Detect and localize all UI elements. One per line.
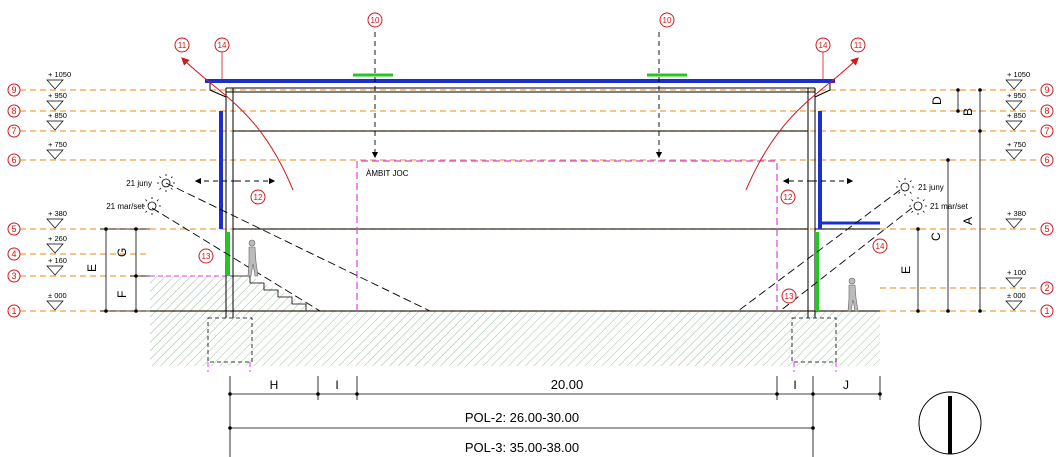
svg-text:6: 6 — [11, 155, 16, 165]
svg-text:I: I — [335, 378, 338, 392]
svg-text:F: F — [115, 291, 129, 298]
red-airflow-curves — [181, 57, 859, 191]
svg-text:11: 11 — [854, 41, 863, 50]
ground-hatch — [150, 311, 880, 366]
roof-and-cladding — [205, 79, 880, 229]
sun-label-equinox-left: 21 mar/set — [106, 202, 145, 211]
svg-text:1: 1 — [11, 306, 16, 316]
svg-text:+ 750: + 750 — [1007, 140, 1026, 149]
svg-text:2: 2 — [1044, 283, 1049, 293]
building-structure — [209, 83, 880, 318]
svg-text:B: B — [961, 108, 975, 116]
svg-text:POL-3: 35.00-38.00: POL-3: 35.00-38.00 — [465, 440, 579, 455]
stairs — [230, 275, 320, 312]
sun-label-june-right: 21 juny — [918, 183, 944, 192]
svg-text:+ 380: + 380 — [48, 209, 67, 218]
svg-text:+ 750: + 750 — [48, 140, 67, 149]
svg-text:A: A — [961, 217, 975, 225]
svg-text:13: 13 — [785, 292, 794, 301]
svg-text:+ 1050: + 1050 — [48, 70, 71, 79]
dimension-bottom: H I 20.00 I J POL-2: 26.00-30.00 POL-3: … — [228, 376, 882, 457]
play-area-outline — [356, 160, 778, 311]
svg-text:+ 100: + 100 — [1007, 268, 1026, 277]
svg-text:± 000: ± 000 — [1007, 291, 1026, 300]
svg-text:11: 11 — [178, 41, 187, 50]
levels-left: 9 + 1050 8 + 950 7 + 850 6 + 750 5 + 380… — [7, 70, 71, 318]
svg-text:I: I — [793, 378, 796, 392]
levels-right: 9 + 1050 8 + 950 7 + 850 6 + 750 5 + 380… — [1005, 70, 1054, 318]
svg-text:+ 850: + 850 — [48, 111, 67, 120]
svg-text:13: 13 — [202, 252, 211, 261]
vertical-airflow-arrows — [371, 32, 663, 159]
footing-right — [791, 317, 837, 363]
svg-text:10: 10 — [663, 16, 672, 25]
svg-text:+ 950: + 950 — [1007, 91, 1026, 100]
svg-text:12: 12 — [784, 193, 793, 202]
svg-text:7: 7 — [1044, 126, 1049, 136]
svg-text:14: 14 — [218, 41, 227, 50]
svg-text:+ 850: + 850 — [1007, 111, 1026, 120]
svg-text:POL-2: 26.00-30.00: POL-2: 26.00-30.00 — [465, 410, 579, 425]
svg-text:5: 5 — [11, 224, 16, 234]
svg-text:8: 8 — [1044, 106, 1049, 116]
svg-text:J: J — [843, 378, 849, 392]
svg-text:+ 950: + 950 — [48, 91, 67, 100]
sun-label-june-left: 21 juny — [126, 179, 152, 188]
svg-text:+ 380: + 380 — [1007, 209, 1026, 218]
footing-left — [207, 317, 253, 363]
sun-icon — [143, 174, 927, 215]
svg-text:10: 10 — [371, 16, 380, 25]
person-figure — [247, 239, 859, 312]
stair-hatch — [230, 276, 320, 311]
svg-text:5: 5 — [1044, 224, 1049, 234]
sun-label-equinox-right: 21 mar/set — [930, 202, 969, 211]
svg-text:9: 9 — [11, 85, 16, 95]
svg-text:1: 1 — [1044, 306, 1049, 316]
svg-text:+ 1050: + 1050 — [1007, 70, 1030, 79]
dimension-right-vertical: E C D B A — [899, 88, 982, 313]
callout-markers: 10 10 11 11 14 14 12 12 13 13 14 — [174, 12, 888, 304]
svg-text:8: 8 — [11, 106, 16, 116]
svg-text:20.00: 20.00 — [551, 377, 584, 392]
green-elements — [226, 73, 819, 311]
play-area-label: ÀMBIT JOC — [366, 169, 409, 178]
sun-rays — [151, 182, 913, 312]
svg-text:± 000: ± 000 — [48, 291, 67, 300]
svg-text:E: E — [85, 264, 99, 272]
svg-text:12: 12 — [254, 193, 263, 202]
svg-text:D: D — [930, 96, 944, 105]
svg-text:14: 14 — [819, 41, 828, 50]
svg-text:+ 260: + 260 — [48, 234, 67, 243]
dimension-left-vertical: E F G — [85, 227, 150, 313]
svg-text:3: 3 — [11, 271, 16, 281]
svg-text:14: 14 — [876, 242, 885, 251]
svg-text:6: 6 — [1044, 155, 1049, 165]
terrace-hatch — [150, 276, 230, 311]
svg-text:+ 160: + 160 — [48, 256, 67, 265]
north-arrow-icon — [918, 391, 982, 455]
svg-text:H: H — [270, 378, 279, 392]
svg-text:4: 4 — [11, 249, 16, 259]
svg-text:7: 7 — [11, 126, 16, 136]
svg-text:C: C — [929, 232, 943, 241]
svg-text:9: 9 — [1044, 85, 1049, 95]
svg-text:G: G — [115, 248, 129, 257]
svg-text:E: E — [899, 266, 913, 274]
